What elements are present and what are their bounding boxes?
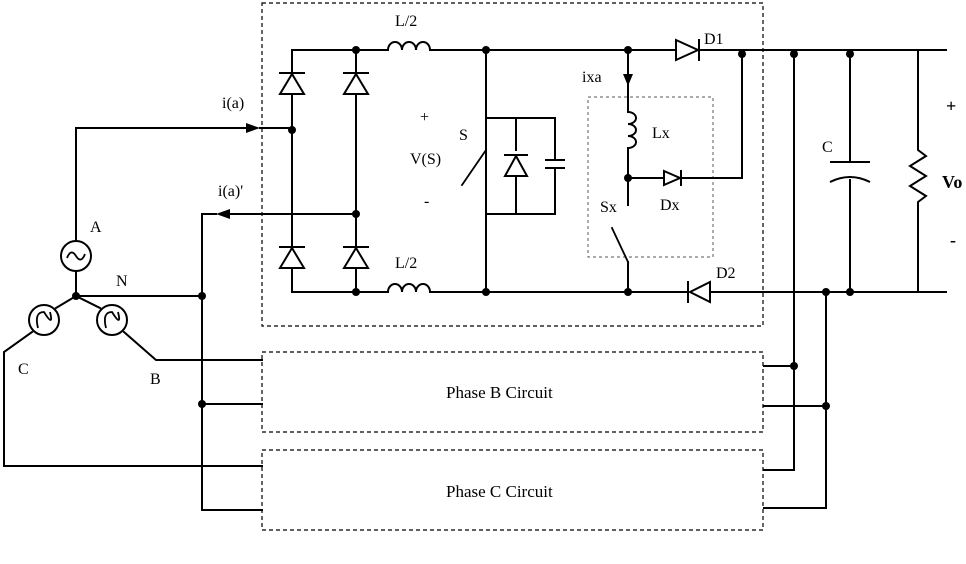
inductor-bottom-label: L/2 <box>395 255 417 272</box>
ixa-arrow-icon <box>623 74 633 86</box>
vo-plus-label: + <box>946 96 956 116</box>
ia-prime-label: i(a)' <box>218 183 243 200</box>
bridge-diode-top-right <box>342 72 370 95</box>
bridge-diode-bottom-left <box>278 246 306 269</box>
d1-label: D1 <box>704 31 724 48</box>
diode-d2 <box>687 280 711 304</box>
vo-label: Vo <box>942 172 962 192</box>
inductor-bottom <box>386 283 487 294</box>
source-a <box>60 240 92 272</box>
bridge-rectifier <box>278 46 389 296</box>
sx-label: Sx <box>600 199 617 216</box>
source-a-label: A <box>90 219 102 236</box>
neutral-n-label: N <box>116 273 128 290</box>
ia-prime-arrow-icon <box>216 209 230 219</box>
inductor-top <box>386 41 487 52</box>
bridge-diode-top-left <box>278 72 306 95</box>
switch-s-label: S <box>459 127 468 144</box>
main-switch-s <box>460 46 565 296</box>
phase-b-label: Phase B Circuit <box>446 383 553 402</box>
bridge-diode-bottom-right <box>342 246 370 269</box>
switch-antiparallel-diode <box>503 153 529 177</box>
source-b <box>96 304 128 336</box>
d2-label: D2 <box>716 265 736 282</box>
ia-arrow-icon <box>246 123 260 133</box>
diode-d1 <box>675 38 701 62</box>
source-b-label: B <box>150 371 161 388</box>
switch-sx <box>610 226 630 264</box>
vs-plus-label: + <box>420 109 429 126</box>
vo-minus-label: - <box>950 230 956 250</box>
output-capacitor <box>829 53 871 293</box>
ac-source-b-icon <box>103 311 121 329</box>
diode-dx <box>663 169 683 187</box>
vs-label: V(S) <box>410 151 441 168</box>
lx-label: Lx <box>652 125 670 142</box>
auxiliary-branch <box>610 49 743 296</box>
ia-label: i(a) <box>222 95 244 112</box>
phase-c-block <box>261 449 764 531</box>
ac-source-c-icon <box>35 311 53 329</box>
vs-minus-label: - <box>424 193 429 210</box>
phase-c-label: Phase C Circuit <box>446 482 553 501</box>
inductor-top-label: L/2 <box>395 13 417 30</box>
source-c <box>28 304 60 336</box>
ac-source-a-icon <box>66 251 86 261</box>
source-c-label: C <box>18 361 29 378</box>
load-resistor <box>908 49 947 293</box>
capacitor-c-label: C <box>822 139 833 156</box>
phase-a-enclosure <box>261 2 764 327</box>
phase-b-block <box>261 351 764 433</box>
dx-label: Dx <box>660 197 680 214</box>
ixa-label: ixa <box>582 69 602 86</box>
